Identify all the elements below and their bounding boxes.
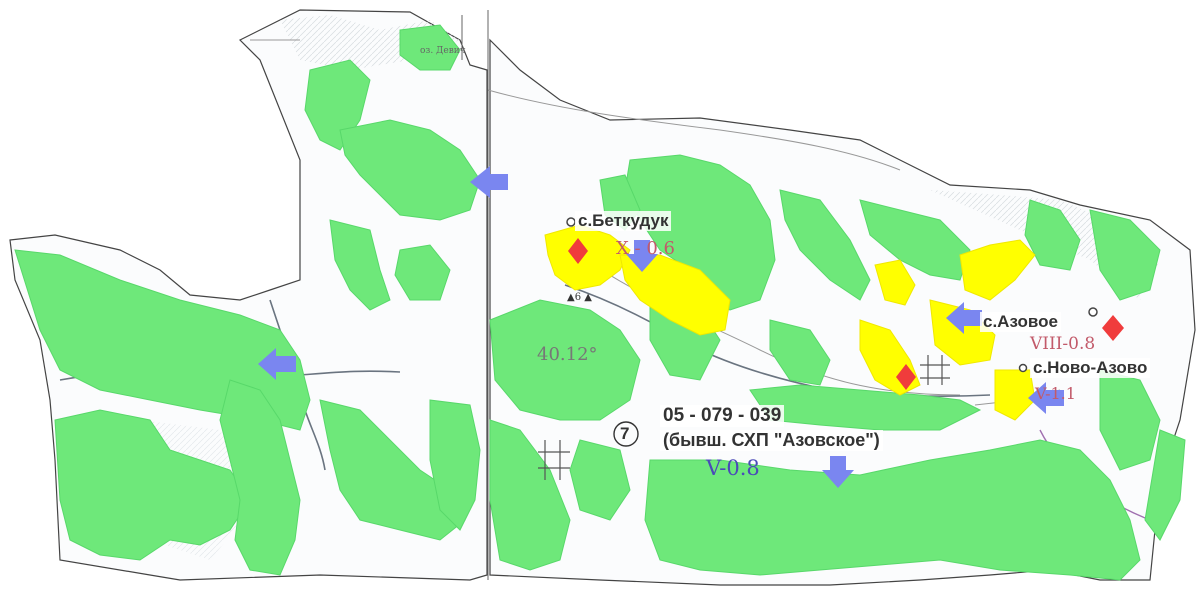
arrow-down-icon	[626, 240, 658, 272]
red-diamond-icon	[1102, 315, 1124, 341]
plot-number: 7	[620, 424, 630, 443]
rating-label-betkuduk: X - 0.6	[616, 238, 675, 259]
rating-label-azovoe: VIII-0.8	[1030, 334, 1096, 354]
arrow-left-icon	[258, 348, 296, 380]
settlement-label-betkuduk: с.Беткудук	[575, 211, 672, 231]
arrow-left-icon	[1028, 382, 1064, 414]
grid-symbols	[538, 355, 950, 480]
plot-former-name: (бывш. СХП "Азовское")	[660, 430, 883, 451]
plot-code: 05 - 079 - 039	[660, 405, 785, 427]
settlement-dot-icon	[1018, 363, 1028, 373]
rating-label-novo-azovoe: V-1.1	[1035, 384, 1076, 403]
settlement-label-azovoe: с.Азовое	[980, 312, 1061, 332]
plot-rating: V-0.8	[706, 456, 760, 480]
plot-field-label: 40.12°	[537, 344, 598, 365]
settlement-label-novo-azovoe: с.Ново-Азово	[1030, 358, 1151, 378]
markers	[568, 238, 1124, 390]
red-diamond-icon	[896, 364, 916, 390]
arrow-down-icon	[822, 456, 854, 488]
plot-number-circle	[613, 421, 639, 447]
arrow-left-icon	[946, 302, 982, 334]
river-label: оз. Девич	[420, 46, 466, 56]
settlement-dots	[566, 217, 1098, 447]
red-diamond-icon	[568, 238, 588, 264]
settlement-dot-icon	[566, 217, 576, 227]
arrows	[258, 166, 1064, 488]
settlement-dot-icon	[1088, 307, 1098, 317]
vegetation-areas	[14, 24, 1186, 581]
triangle-mark: ▲6 ▲	[567, 292, 592, 303]
arrow-left-icon	[470, 166, 508, 198]
settlement-zones	[544, 224, 1036, 421]
